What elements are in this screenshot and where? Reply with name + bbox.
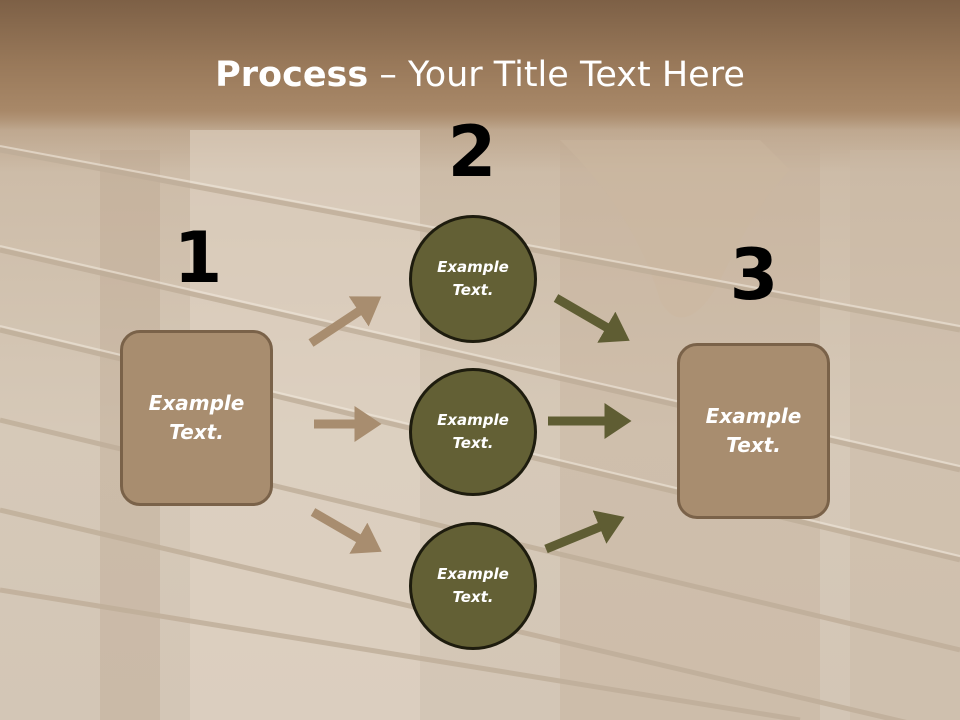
title-band bbox=[0, 0, 960, 130]
process-circle-top: Example Text. bbox=[409, 215, 537, 343]
slide-title: Process – Your Title Text Here bbox=[0, 50, 960, 100]
process-circle-middle-text: Example Text. bbox=[437, 411, 509, 452]
process-circle-middle: Example Text. bbox=[409, 368, 537, 496]
process-box-right: Example Text. bbox=[677, 343, 830, 519]
process-box-left-text: Example Text. bbox=[148, 391, 245, 444]
process-box-right-text: Example Text. bbox=[705, 404, 802, 457]
step-number-3: 3 bbox=[729, 234, 779, 316]
title-rest-part: – Your Title Text Here bbox=[368, 55, 745, 95]
step-number-1: 1 bbox=[173, 217, 223, 299]
process-circle-bottom-text: Example Text. bbox=[437, 565, 509, 606]
process-circle-top-text: Example Text. bbox=[437, 258, 509, 299]
step-number-2: 2 bbox=[447, 111, 497, 193]
process-circle-bottom: Example Text. bbox=[409, 522, 537, 650]
process-box-left: Example Text. bbox=[120, 330, 273, 506]
title-bold-part: Process bbox=[215, 55, 369, 95]
